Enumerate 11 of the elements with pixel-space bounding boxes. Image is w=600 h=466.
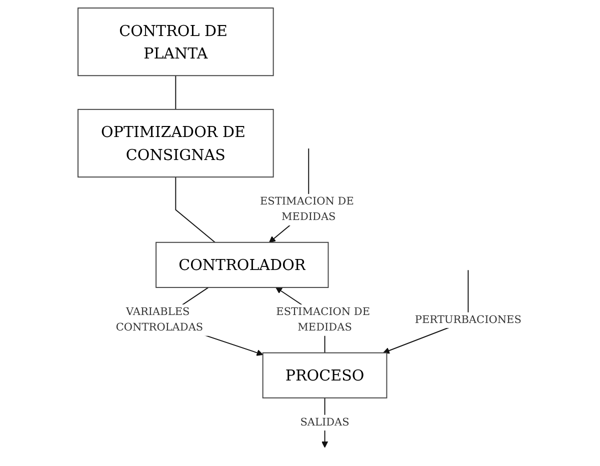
connector (175, 176, 216, 243)
edge-label: ESTIMACION DE MEDIDAS (276, 306, 370, 334)
connector (175, 75, 176, 110)
node-box: PROCESO (262, 352, 388, 398)
edge-label: PERTURBACIONES (415, 314, 522, 326)
edge-label: SALIDAS (300, 416, 350, 428)
edge-label: ESTIMACION DE MEDIDAS (260, 195, 354, 224)
node-box: CONTROLADOR (156, 242, 329, 288)
node-box: OPTIMIZADOR DE CONSIGNAS (78, 108, 274, 178)
node-box: CONTROL DE PLANTA (78, 8, 274, 76)
edge-label: VARIABLES CONTROLADAS (116, 306, 204, 334)
